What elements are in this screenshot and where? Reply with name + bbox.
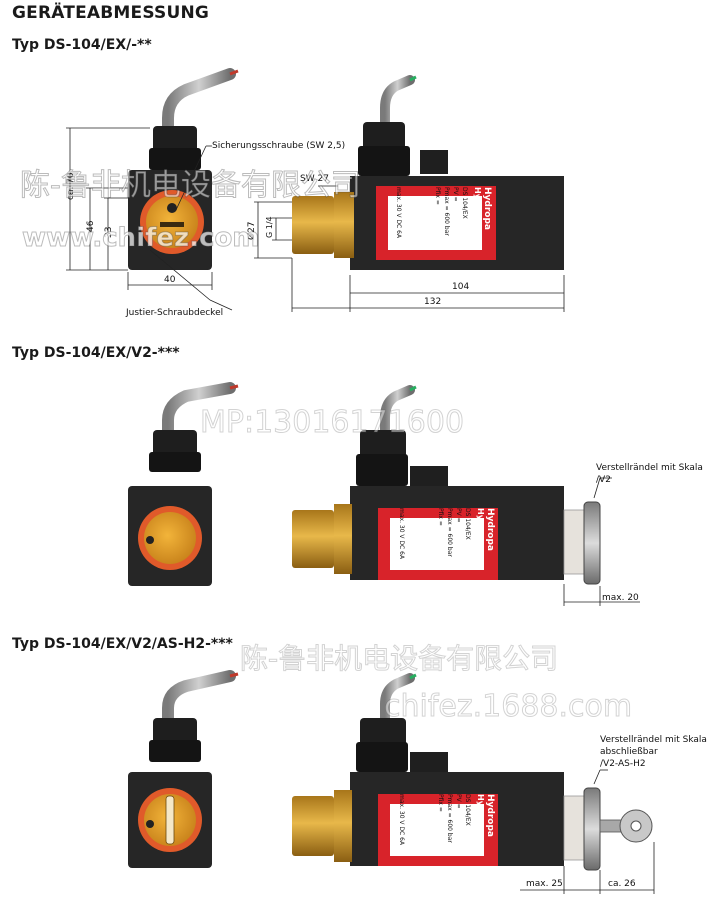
plate-pmax-1: Pmax = 600 bar bbox=[443, 187, 450, 236]
plate-product-2: Hydrostar bbox=[476, 508, 485, 553]
plate-pfix-2: Pfix = bbox=[437, 508, 444, 526]
dim-ca70: ca. 70 bbox=[66, 172, 76, 200]
plate-model-2: DS 104/EX bbox=[464, 508, 471, 540]
dim-46: 46 bbox=[86, 220, 96, 232]
plate-pmax-3: Pmax = 600 bar bbox=[446, 794, 453, 843]
justier-label: Justier-Schraubdeckel bbox=[125, 308, 223, 318]
dim-dia27: Ø27 bbox=[246, 221, 257, 240]
dim-33: 33 bbox=[104, 227, 114, 238]
type-label-1: Typ DS-104/EX/-** bbox=[12, 37, 152, 53]
watermark-5: chifez.1688.com bbox=[384, 689, 632, 724]
plate-brand-3: Hydropa bbox=[485, 794, 495, 837]
side-dims-2 bbox=[563, 477, 640, 606]
watermark-4: 陈-鲁非机电设备有限公司 bbox=[240, 642, 558, 675]
verstell-as-line1: Verstellrändel mit Skala bbox=[600, 735, 707, 745]
plate-pfix-1: Pfix = bbox=[434, 187, 441, 205]
dim-132: 132 bbox=[424, 297, 441, 307]
side-dims-3 bbox=[520, 769, 655, 894]
plate-brand-2: Hydropa bbox=[485, 508, 495, 551]
watermark-2: www.chifez.com bbox=[22, 223, 259, 253]
plate-pv-1: PV = bbox=[452, 187, 459, 202]
plate-product-1: Hydrostar bbox=[473, 187, 482, 232]
watermark-1: 陈-鲁非机电设备有限公司 bbox=[20, 168, 361, 203]
plate-brand-1: Hydropa bbox=[482, 187, 492, 230]
dim-max25: max. 25 bbox=[526, 879, 563, 889]
plate-rating-2: max. 30 V DC 6A bbox=[398, 508, 405, 560]
dim-max20: max. 20 bbox=[602, 593, 639, 603]
plate-rating-3: max. 30 V DC 6A bbox=[398, 794, 405, 846]
watermark-3: MP:13016171600 bbox=[200, 405, 464, 440]
plate-rating-1: max. 30 V DC 6A bbox=[395, 187, 402, 239]
plate-pfix-3: Pfix = bbox=[437, 794, 444, 812]
front-view-2 bbox=[128, 382, 239, 586]
label-plate-3: Hydropa Hydrostar DS 104/EX PV = Pmax = … bbox=[398, 794, 495, 846]
side-view-3 bbox=[292, 673, 653, 871]
plate-pmax-2: Pmax = 600 bar bbox=[446, 508, 453, 557]
dim-sw27: SW 27 bbox=[300, 174, 329, 184]
side-view-1 bbox=[292, 75, 564, 270]
dim-g14: G 1/4 bbox=[265, 216, 274, 238]
type-label-2: Typ DS-104/EX/V2-*** bbox=[12, 345, 180, 361]
front-view-3 bbox=[128, 670, 239, 868]
verstell-v2-line1: Verstellrändel mit Skala bbox=[596, 463, 703, 473]
dim-104: 104 bbox=[452, 282, 469, 292]
plate-product-3: Hydrostar bbox=[476, 794, 485, 839]
label-plate-2: Hydropa Hydrostar DS 104/EX PV = Pmax = … bbox=[398, 508, 495, 560]
plate-pv-3: PV = bbox=[455, 794, 462, 809]
page-title: GERÄTEABMESSUNG bbox=[12, 3, 210, 23]
verstell-as-line2: abschließbar bbox=[600, 747, 658, 757]
verstell-as-line3: /V2-AS-H2 bbox=[600, 759, 646, 769]
plate-model-3: DS 104/EX bbox=[464, 794, 471, 826]
label-plate-1: Hydropa Hydrostar DS 104/EX PV = Pmax = … bbox=[395, 187, 492, 239]
front-view-1 bbox=[128, 68, 239, 270]
side-view-2 bbox=[292, 385, 601, 585]
plate-model-1: DS 104/EX bbox=[461, 187, 468, 219]
sicherungsschraube-label: Sicherungsschraube (SW 2,5) bbox=[212, 141, 345, 151]
dim-40: 40 bbox=[164, 275, 176, 285]
front-dims-1 bbox=[66, 127, 233, 311]
side-dims-1 bbox=[254, 185, 565, 312]
type-label-3: Typ DS-104/EX/V2/AS-H2-*** bbox=[12, 636, 233, 652]
dim-ca26: ca. 26 bbox=[608, 879, 636, 889]
plate-pv-2: PV = bbox=[455, 508, 462, 523]
verstell-v2-line2: /V2 bbox=[596, 475, 611, 485]
